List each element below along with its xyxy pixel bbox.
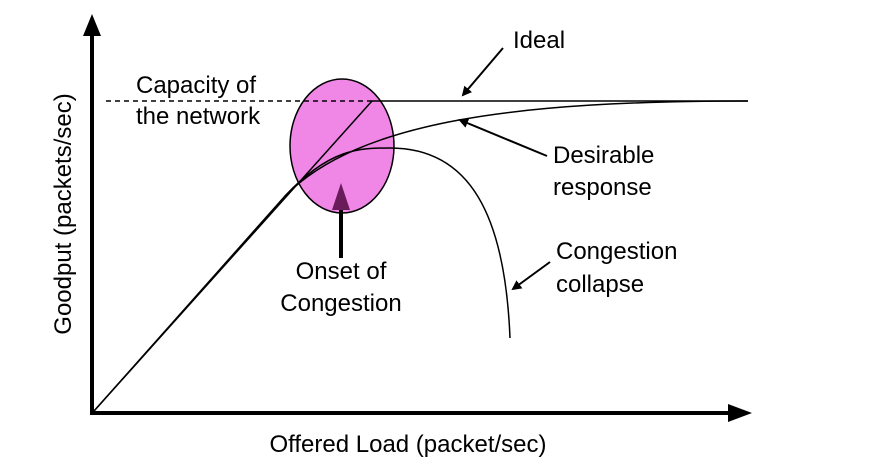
collapse-label-line1: Congestion: [556, 238, 677, 265]
desirable-response-curve: [93, 100, 749, 412]
capacity-label-line1: Capacity of: [136, 72, 256, 99]
axes: [83, 14, 752, 422]
desirable-pointer-arrow: [458, 118, 548, 157]
onset-label-line2: Congestion: [280, 290, 401, 317]
ideal-label: Ideal: [513, 27, 565, 54]
desirable-label-line1: Desirable: [553, 142, 654, 169]
x-axis-arrowhead: [728, 404, 752, 422]
onset-label-line1: Onset of: [296, 258, 387, 285]
congestion-collapse-curve: [284, 147, 511, 339]
collapse-pointer-arrow: [511, 261, 551, 291]
collapse-label-line2: collapse: [556, 271, 644, 298]
desirable-label-line2: response: [553, 174, 652, 201]
x-axis-label: Offered Load (packet/sec): [269, 431, 546, 458]
y-axis-arrowhead: [83, 14, 101, 36]
y-axis-label: Goodput (packets/sec): [50, 93, 77, 334]
ideal-pointer-arrow: [461, 47, 504, 97]
capacity-label-line2: the network: [136, 103, 261, 130]
onset-arrowhead: [332, 183, 350, 210]
